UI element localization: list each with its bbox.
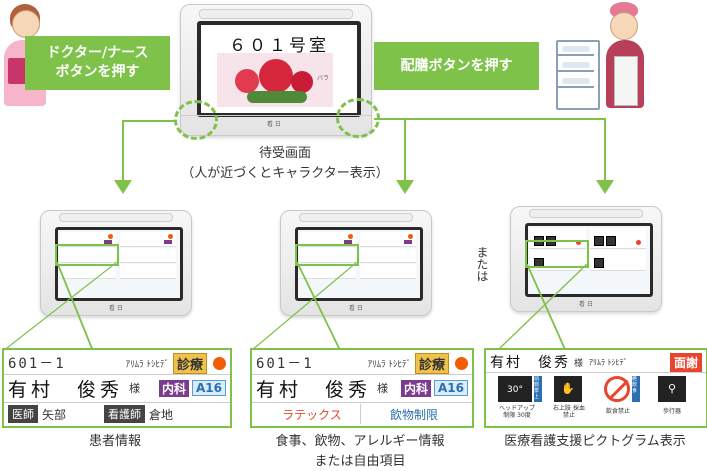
callout-right-text: 配膳ボタンを押す — [401, 57, 513, 76]
walker-label: 歩行器 — [652, 408, 692, 415]
nurse-name: 倉地 — [149, 406, 173, 423]
callout-left-line2: ボタンを押す — [47, 63, 149, 82]
bed-badge: A16 — [192, 380, 226, 396]
callout-left-line1: ドクター/ナース — [47, 44, 149, 63]
status-dot — [455, 357, 468, 370]
head-up-label-line2: 制限 30度 — [490, 412, 544, 419]
no-blood-draw-label: 右上肢 採血 禁止 — [544, 405, 594, 419]
honorific: 様 — [574, 356, 583, 369]
patient-info-caption: 患者情報 — [40, 432, 190, 452]
meal-caption-line2: または自由項目 — [250, 452, 470, 471]
status-dot — [213, 357, 226, 370]
doctor-name: 矢部 — [42, 406, 66, 423]
meal-allergy-caption: 食事、飲物、アレルギー情報 または自由項目 — [250, 432, 470, 471]
treatment-badge: 診療 — [173, 353, 207, 374]
head-up-icon: 30° — [498, 376, 532, 402]
device1-logo: 看 日 — [109, 303, 123, 312]
device2-logo: 看 日 — [349, 303, 363, 312]
pictogram-caption: 医療看護支援ピクトグラム表示 — [484, 432, 706, 452]
patient-kana: ｱﾘﾑﾗ ﾄｼﾋﾃﾞ — [126, 357, 169, 370]
patient-name: 有村 俊秀 — [8, 375, 123, 402]
department-badge: 内科 — [159, 380, 189, 397]
meal-button-callout: 配膳ボタンを押す — [374, 42, 539, 90]
doctor-nurse-button-highlight — [174, 100, 218, 140]
allergy-info: ラテックス — [272, 406, 352, 423]
head-up-label: ヘッドアップ 制限 30度 — [490, 405, 544, 419]
room-number: 601－1 — [256, 353, 314, 373]
meal-allergy-panel: 601－1 ｱﾘﾑﾗ ﾄｼﾋﾃﾞ 診療 有村 俊秀 様 内科 A16 ラテックス… — [250, 348, 474, 428]
head-up-angle: 30° — [507, 385, 523, 395]
rose-image: バラ — [217, 53, 333, 107]
patient-info-panel: 601－1 ｱﾘﾑﾗ ﾄｼﾋﾃﾞ 診療 有村 俊秀 様 内科 A16 医師 矢部… — [2, 348, 232, 428]
department-badge: 内科 — [401, 380, 431, 397]
doctor-nurse-button-callout: ドクター/ナース ボタンを押す — [25, 36, 170, 90]
standby-caption: 待受画面 （人が近づくとキャラクター表示） — [175, 144, 395, 183]
head-up-side-tag: 頭側挙上 — [534, 376, 542, 402]
standby-line1: 待受画面 — [175, 144, 395, 164]
patient-kana: ｱﾘﾑﾗ ﾄｼﾋﾃﾞ — [589, 357, 628, 368]
visit-badge: 面謝 — [670, 353, 702, 372]
standby-line2: （人が近づくとキャラクター表示） — [175, 164, 395, 184]
rose-caption: バラ — [317, 73, 329, 82]
no-eating-side-tag: 絶飲食 — [632, 376, 640, 402]
meal-cart-illustration — [556, 40, 598, 110]
no-eating-label: 飲食禁止 — [598, 408, 638, 415]
treatment-badge: 診療 — [415, 353, 449, 374]
device-logo: 看 日 — [267, 119, 281, 128]
bed-badge: A16 — [434, 380, 468, 396]
no-blood-draw-line2: 禁止 — [544, 412, 594, 419]
honorific: 様 — [129, 380, 140, 396]
no-eating-icon — [604, 376, 630, 402]
patient-name: 有村 俊秀 — [490, 352, 570, 372]
nurse-label: 看護師 — [104, 405, 145, 423]
doctor-label: 医師 — [8, 405, 38, 423]
meal-caption-line1: 食事、飲物、アレルギー情報 — [250, 432, 470, 452]
device3-logo: 看 日 — [579, 299, 593, 308]
patient-name: 有村 俊秀 — [256, 375, 371, 402]
drink-restriction: 飲物制限 — [364, 406, 464, 423]
or-text: または — [476, 246, 490, 282]
room-number: 601－1 — [8, 353, 66, 373]
pictogram-panel: 有村 俊秀 様 ｱﾘﾑﾗ ﾄｼﾋﾃﾞ 面謝 30° 頭側挙上 ヘッドアップ 制限… — [484, 348, 707, 428]
honorific: 様 — [377, 380, 388, 396]
no-blood-draw-icon: ✋ — [554, 376, 582, 402]
patient-kana: ｱﾘﾑﾗ ﾄｼﾋﾃﾞ — [368, 357, 411, 370]
walker-icon: ⚲ — [658, 376, 686, 402]
